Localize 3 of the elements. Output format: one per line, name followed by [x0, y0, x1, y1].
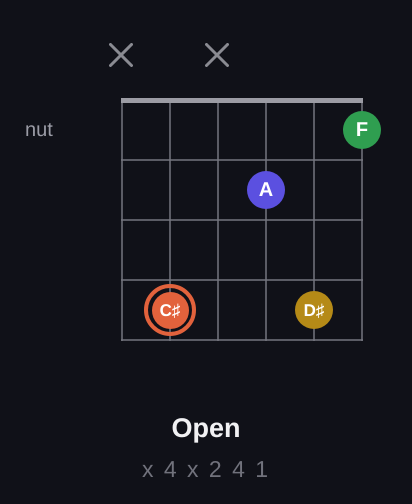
chord-title: Open — [170, 412, 242, 444]
nut-label: nut — [25, 118, 53, 142]
fingering-label: x 4 x 2 4 1 — [140, 456, 272, 482]
